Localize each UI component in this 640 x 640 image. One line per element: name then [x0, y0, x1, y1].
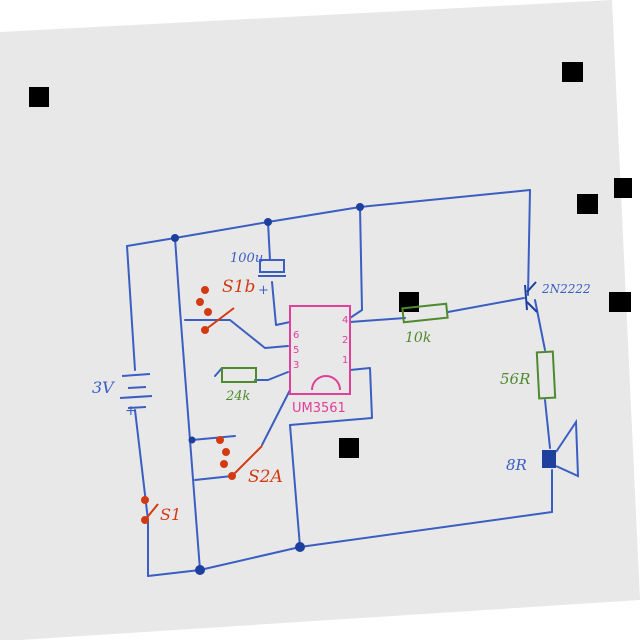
- node: [171, 234, 179, 242]
- ic-pin-label: 2: [342, 335, 348, 346]
- corner-marker: [562, 62, 583, 82]
- ic-to-bottom: [289, 424, 301, 548]
- cap-wire: [267, 221, 271, 261]
- ic-to-resistor: [349, 317, 406, 323]
- corner-marker: [577, 194, 598, 214]
- ic-name-label: UM3561: [292, 401, 346, 416]
- resistor-56r: [535, 350, 557, 400]
- node: [356, 203, 364, 211]
- junctions: [171, 203, 364, 575]
- cap-to-ic: [271, 281, 291, 326]
- corner-marker: [609, 292, 631, 312]
- corner-marker: [614, 178, 632, 198]
- speaker-symbol: [542, 418, 580, 478]
- s2a-wire: [191, 435, 236, 441]
- left-rail: [126, 245, 136, 371]
- node: [264, 218, 272, 226]
- switch-s1b-label: S1b: [222, 277, 255, 297]
- capacitor-symbol: [258, 259, 286, 277]
- transistor-symbol: [524, 281, 538, 313]
- ic-pin-label: 3: [293, 360, 299, 371]
- branch-s1b: [174, 237, 181, 311]
- node: [195, 565, 205, 575]
- s1b-to-ic: [184, 319, 289, 349]
- resistor-10k-label: 10k: [405, 330, 431, 346]
- battery-plus-label: +: [125, 403, 137, 419]
- switch-s1-symbol: [141, 496, 159, 524]
- battery-voltage-label: 3V: [92, 378, 115, 397]
- battery-symbol: [119, 373, 153, 409]
- ic-um3561: [289, 305, 351, 395]
- s2a-to-ic: [261, 389, 291, 446]
- bottom-rail: [147, 511, 553, 577]
- r24k-wire: [214, 367, 289, 381]
- corner-marker: [29, 87, 49, 107]
- resistor-56r-label: 56R: [500, 370, 530, 388]
- wires: [126, 189, 553, 577]
- res-to-speaker: [544, 399, 551, 449]
- resistor-to-base: [447, 297, 525, 313]
- node: [188, 436, 196, 444]
- ic-pin-label: 4: [342, 315, 348, 326]
- s2a-wire-2: [194, 475, 233, 481]
- ic-pin-label: 5: [293, 345, 299, 356]
- resistor-10k: [401, 302, 449, 324]
- switch-s2a-symbol: [216, 436, 263, 480]
- switch-s2a-label: S2A: [248, 467, 283, 487]
- speaker-label: 8R: [506, 456, 527, 474]
- resistor-24k: [221, 367, 257, 383]
- top-to-ic: [349, 206, 363, 319]
- ic-pin-label: 6: [293, 330, 299, 341]
- switch-s1b-symbol: [196, 286, 235, 334]
- switch-s1-label: S1: [160, 505, 181, 524]
- capacitor-value-label: 100u: [230, 251, 263, 266]
- ic-pin-label: 1: [342, 355, 348, 366]
- right-rail: [527, 189, 531, 296]
- capacitor-plus-label: +: [258, 283, 269, 298]
- node: [295, 542, 305, 552]
- transistor-label: 2N2222: [541, 282, 591, 296]
- collector-to-res: [534, 299, 546, 351]
- ic-pin-lower: [289, 367, 373, 426]
- corner-marker: [339, 438, 359, 458]
- resistor-24k-label: 24k: [225, 389, 251, 404]
